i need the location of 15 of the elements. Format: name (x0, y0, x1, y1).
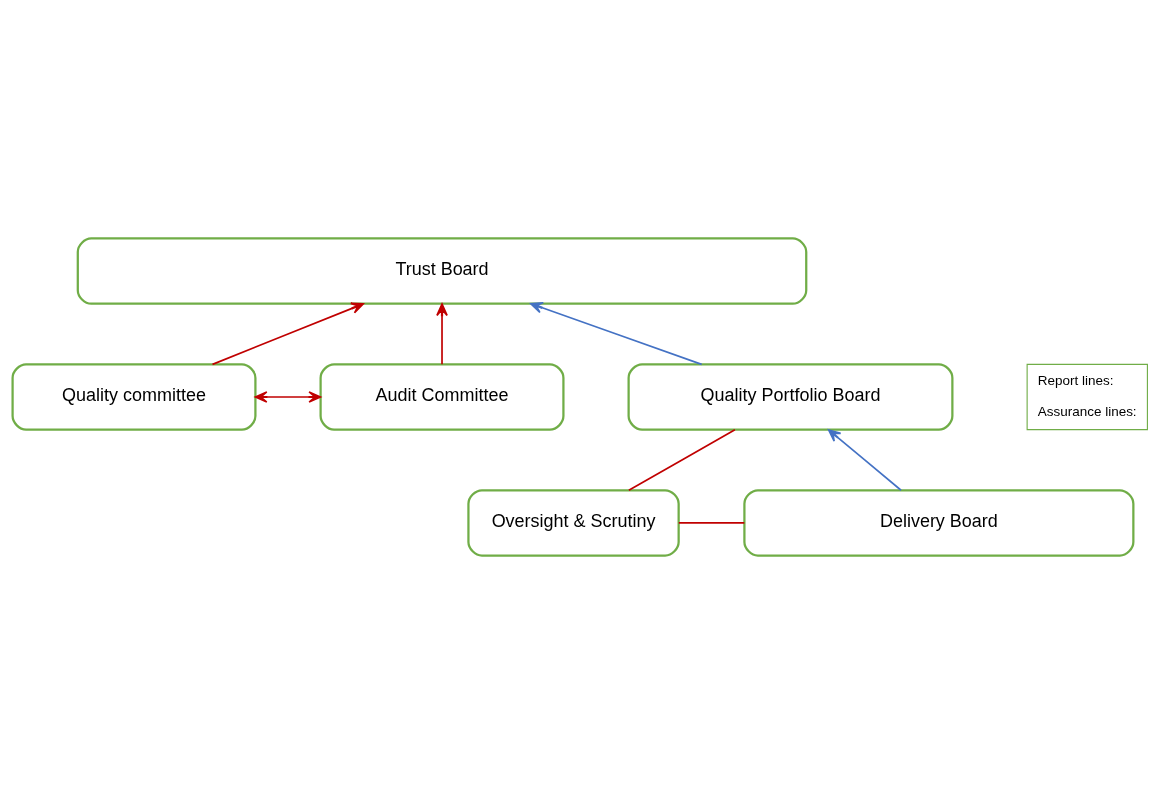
node-box: Delivery Board (743, 489, 1135, 557)
arrow (436, 303, 448, 366)
arrow (530, 301, 703, 366)
node-box: Quality committee (11, 363, 257, 431)
connector (628, 428, 736, 492)
arrow (827, 429, 902, 492)
legend-label: Assurance lines: (1037, 403, 1137, 419)
connector (677, 522, 746, 524)
arrow (254, 391, 322, 403)
node-box: Audit Committee (319, 363, 565, 431)
node-box: Oversight & Scrutiny (467, 489, 680, 557)
arrow (211, 302, 364, 366)
node-box: Trust Board (76, 237, 808, 305)
legend-label: Report lines: (1037, 373, 1114, 389)
node-box: Quality Portfolio Board (627, 363, 954, 431)
